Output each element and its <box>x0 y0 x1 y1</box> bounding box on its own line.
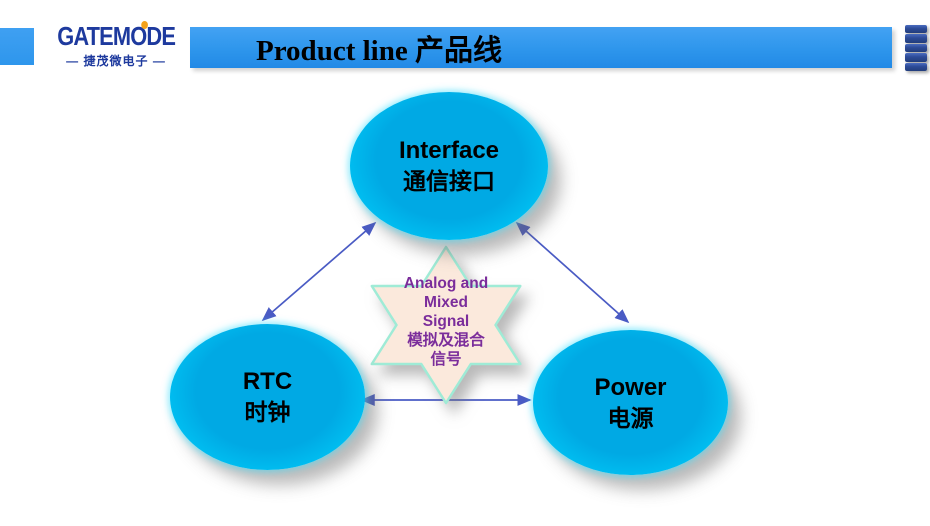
center-star-text: Analog and Mixed Signal 模拟及混合 信号 <box>381 274 511 369</box>
star-line: Mixed <box>424 294 468 311</box>
node-interface: Interface 通信接口 <box>350 92 548 240</box>
star-line: 模拟及混合 <box>407 332 485 349</box>
book-bar-icon <box>905 53 927 62</box>
logo-orange-dot-icon <box>141 21 148 29</box>
node-power-label-zh: 电源 <box>607 404 654 431</box>
logo-wordmark-suffix: DE <box>146 21 176 51</box>
book-bar-icon <box>905 62 927 71</box>
logo-wordmark-prefix: GATEM <box>57 21 131 51</box>
center-star-shape <box>370 245 522 405</box>
logo-letter-o: O <box>130 21 148 51</box>
node-rtc-label-zh: 时钟 <box>244 399 291 425</box>
slide-title-banner: Product line 产品线 <box>190 27 892 68</box>
logo-subtitle: — 捷茂微电子 — <box>66 54 166 68</box>
arrow-rtc-interface <box>261 221 377 322</box>
book-bar-icon <box>905 43 927 53</box>
node-rtc-label-en: RTC <box>242 368 293 395</box>
star-line: 信号 <box>430 351 462 368</box>
header-accent-bar <box>0 28 34 65</box>
node-power: Power 电源 <box>533 330 728 475</box>
star-line: Signal <box>422 313 470 330</box>
book-bar-icon <box>905 25 927 34</box>
stacked-books-icon <box>905 25 927 71</box>
node-rtc: RTC 时钟 <box>170 324 365 470</box>
node-interface-label-en: Interface <box>398 137 500 164</box>
arrow-interface-power <box>515 221 630 324</box>
node-interface-label-zh: 通信接口 <box>403 168 495 194</box>
slide-title: Product line 产品线 <box>256 34 502 67</box>
node-power-label-en: Power <box>594 373 667 401</box>
star-line: Analog and <box>403 275 489 292</box>
book-bar-icon <box>905 34 927 43</box>
